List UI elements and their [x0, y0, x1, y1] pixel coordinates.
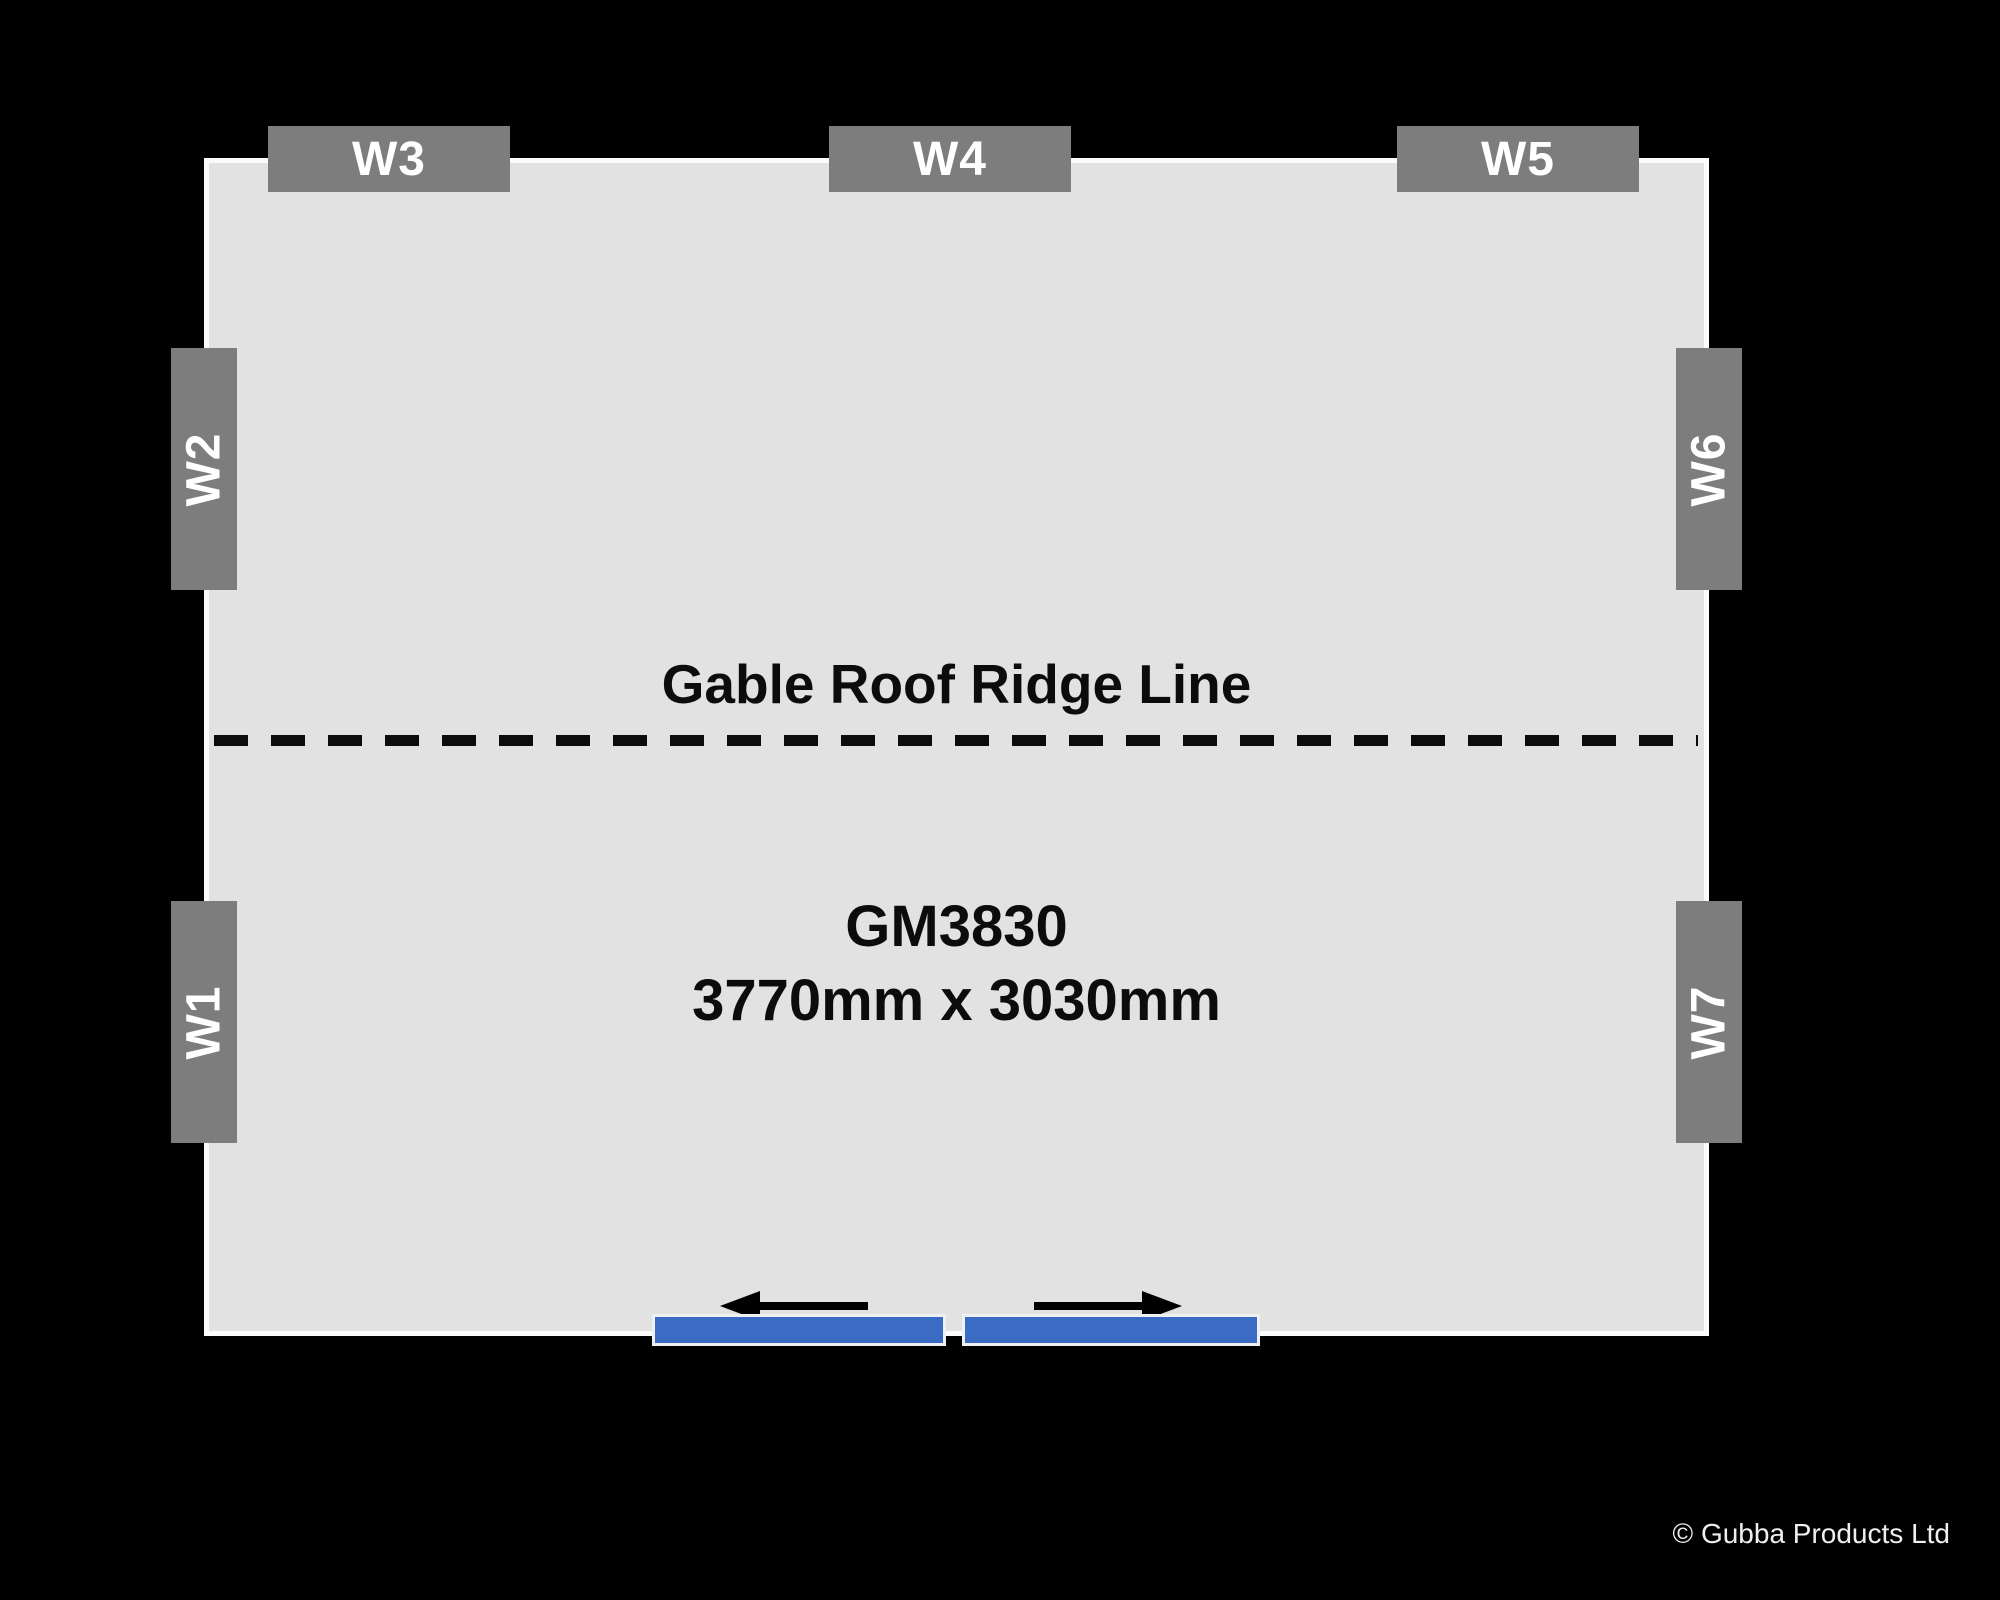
window-tab-w5: W5 — [1397, 126, 1639, 192]
window-tab-w7: W7 — [1676, 901, 1742, 1143]
door-slide-left-arrow-icon — [716, 1286, 876, 1326]
sliding-door-left-panel — [652, 1314, 946, 1346]
window-tab-w6: W6 — [1676, 348, 1742, 590]
ridge-line-label: Gable Roof Ridge Line — [661, 653, 1252, 715]
model-name: GM3830 — [845, 894, 1068, 959]
window-label-w4: W4 — [913, 132, 987, 186]
window-tab-w2: W2 — [171, 348, 237, 590]
window-tab-w1: W1 — [171, 901, 237, 1143]
ridge-dashed-line — [214, 735, 1698, 746]
model-info: GM3830 3770mm x 3030mm — [204, 890, 1709, 1038]
window-label-w5: W5 — [1481, 132, 1555, 186]
copyright-text: © Gubba Products Ltd — [1672, 1518, 1950, 1549]
window-label-w6: W6 — [1682, 432, 1736, 506]
building-outline — [204, 158, 1709, 1336]
model-dimensions: 3770mm x 3030mm — [692, 968, 1221, 1034]
door-slide-right-arrow-icon — [1026, 1286, 1186, 1326]
window-label-w3: W3 — [352, 132, 426, 186]
window-tab-w4: W4 — [829, 126, 1071, 192]
window-label-w2: W2 — [177, 432, 231, 506]
window-tab-w3: W3 — [268, 126, 510, 192]
sliding-door-right-panel — [962, 1314, 1260, 1346]
